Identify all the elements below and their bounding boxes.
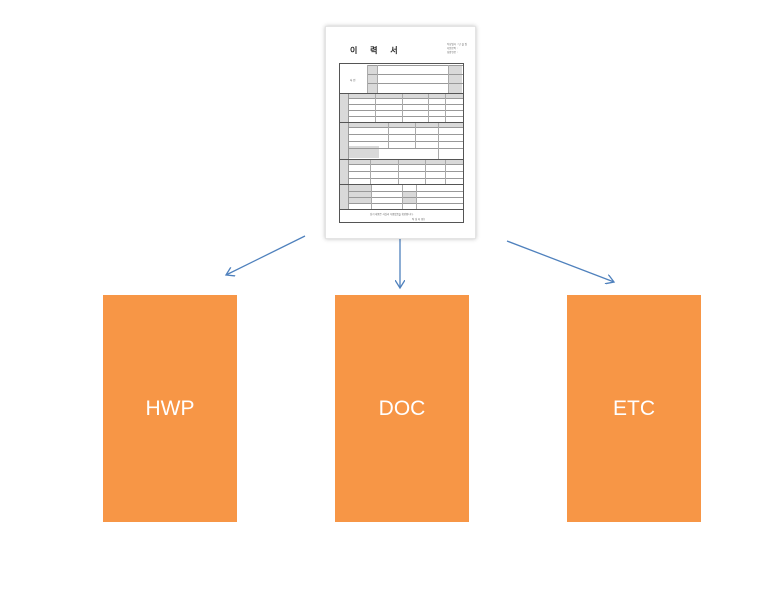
photo-label: 사 진 <box>350 79 356 82</box>
doc-format-box: DOC <box>335 295 469 522</box>
arrow-to-hwp <box>226 235 306 275</box>
document-form-frame: 사 진 <box>339 63 464 223</box>
arrow-to-etc <box>506 240 614 282</box>
etc-label: ETC <box>613 396 655 420</box>
etc-format-box: ETC <box>567 295 701 522</box>
hwp-label: HWP <box>145 396 195 420</box>
doc-label: DOC <box>378 396 426 420</box>
resume-document-thumbnail: 이 력 서 작성일자 : 년 월 일 지원분야 : 희망연봉 : 사 진 <box>325 26 476 239</box>
document-meta: 작성일자 : 년 월 일 지원분야 : 희망연봉 : <box>447 43 467 55</box>
footer-signature: 작 성 자 (인) <box>412 218 425 221</box>
meta-line: 희망연봉 : <box>446 51 458 54</box>
footer-note: 상기 내용은 사실과 다름없음을 확인합니다. <box>370 213 414 216</box>
meta-line: 작성일자 : 년 월 일 <box>446 43 467 46</box>
hwp-format-box: HWP <box>103 295 237 522</box>
meta-line: 지원분야 : <box>446 47 458 50</box>
document-title: 이 력 서 <box>350 46 403 55</box>
